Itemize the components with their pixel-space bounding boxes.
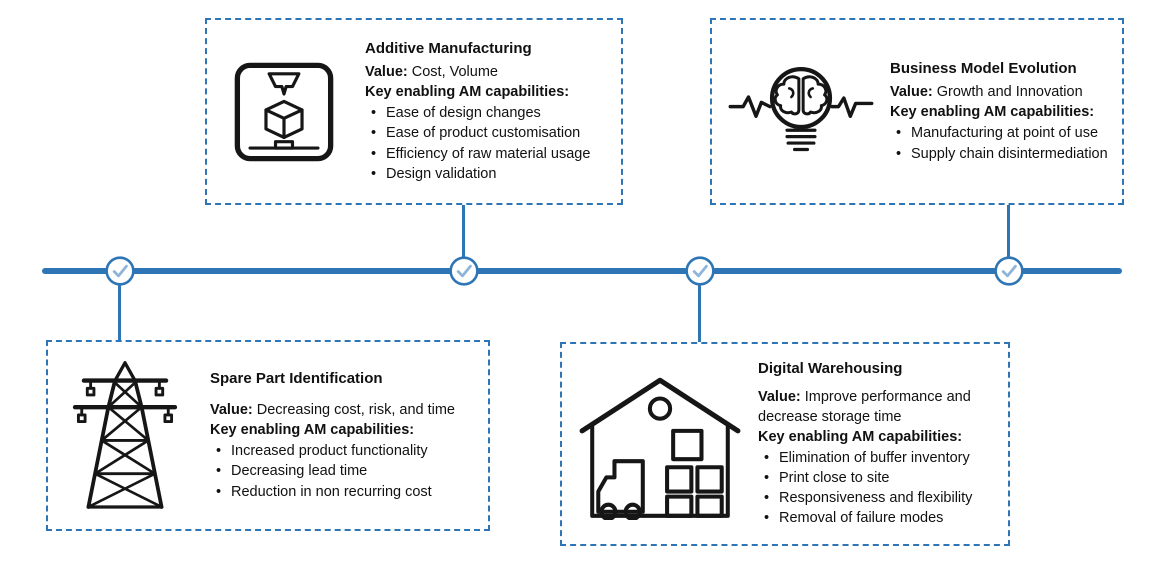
capabilities-label: Key enabling AM capabilities: [210,422,415,439]
capability-item: Reduction in non recurring cost [210,482,476,503]
card-content: Business Model Evolution Value: Growth a… [890,59,1112,164]
value-text: Cost, Volume [411,64,498,81]
value-line: Value: Improve performance and decrease … [758,387,996,427]
capabilities-list: Increased product functionality Decreasi… [210,441,476,502]
transmission-tower-icon [64,358,186,514]
value-line: Value: Decreasing cost, risk, and time [210,400,476,420]
capabilities-label: Key enabling AM capabilities: [890,104,1095,121]
card-spare-part-identification: Spare Part Identification Value: Decreas… [46,340,490,531]
capability-item: Efficiency of raw material usage [365,144,609,165]
card-title: Additive Manufacturing [365,39,532,57]
card-content: Additive Manufacturing Value: Cost, Volu… [365,39,609,185]
card-additive-manufacturing: Additive Manufacturing Value: Cost, Volu… [205,18,623,205]
capability-item: Increased product functionality [210,441,476,462]
value-label: Value: [210,402,253,419]
timeline-line [42,268,1122,274]
capability-item: Supply chain disintermediation [890,144,1112,165]
capability-item: Print close to site [758,468,996,489]
capability-item: Ease of product customisation [365,123,609,144]
capabilities-list: Manufacturing at point of use Supply cha… [890,123,1112,164]
value-line: Value: Cost, Volume [365,62,609,82]
idea-brain-bulb-icon [726,53,876,171]
capabilities-label: Key enabling AM capabilities: [365,84,570,101]
value-label: Value: [890,84,933,101]
value-label: Value: [365,64,408,81]
check-icon [104,255,136,287]
card-title: Digital Warehousing [758,360,903,378]
capabilities-list: Ease of design changes Ease of product c… [365,103,609,184]
card-business-model-evolution: Business Model Evolution Value: Growth a… [710,18,1124,205]
capability-item: Design validation [365,164,609,185]
check-icon [993,255,1025,287]
value-text: Improve performance and decrease storage… [758,388,971,425]
printer-3d-icon [231,59,337,165]
warehouse-truck-icon [574,368,746,520]
card-digital-warehousing: Digital Warehousing Value: Improve perfo… [560,342,1010,546]
value-text: Growth and Innovation [936,84,1083,101]
capability-item: Elimination of buffer inventory [758,448,996,469]
capability-item: Decreasing lead time [210,461,476,482]
card-content: Spare Part Identification Value: Decreas… [210,369,476,502]
capability-item: Responsiveness and flexibility [758,488,996,509]
value-label: Value: [758,388,801,405]
connector-digital-warehousing [698,282,701,343]
connector-business-model [1007,204,1010,260]
check-icon [448,255,480,287]
capability-item: Removal of failure modes [758,508,996,529]
capability-item: Ease of design changes [365,103,609,124]
card-title: Spare Part Identification [210,369,383,387]
value-text: Decreasing cost, risk, and time [256,402,455,419]
capabilities-list: Elimination of buffer inventory Print cl… [758,448,996,529]
capabilities-label: Key enabling AM capabilities: [758,428,963,445]
connector-spare-part [118,282,121,340]
capability-item: Manufacturing at point of use [890,123,1112,144]
card-content: Digital Warehousing Value: Improve perfo… [758,359,996,529]
check-icon [684,255,716,287]
value-line: Value: Growth and Innovation [890,82,1112,102]
connector-additive-manufacturing [462,204,465,260]
card-title: Business Model Evolution [890,60,1077,78]
